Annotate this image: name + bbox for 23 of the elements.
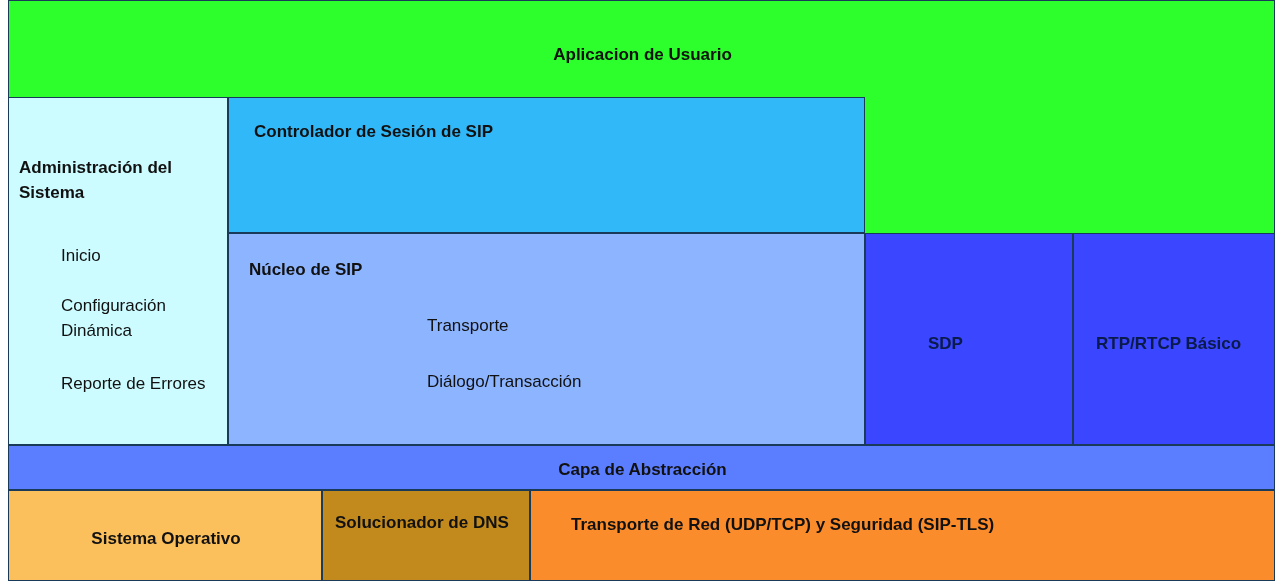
list-item: Reporte de Errores (61, 373, 206, 395)
box-title: RTP/RTCP Básico (1096, 333, 1242, 355)
rtp-box (1073, 233, 1275, 445)
box-title: SDP (928, 333, 963, 355)
sdp-box (865, 233, 1073, 445)
list-item: Inicio (61, 245, 101, 267)
box-title: Solucionador de DNS (335, 512, 509, 534)
dns-box (322, 490, 530, 581)
box-title: Núcleo de SIP (249, 259, 363, 281)
abstraction-layer (8, 445, 1275, 490)
core-box (228, 233, 865, 445)
admin-panel (8, 97, 228, 445)
os-box (8, 490, 322, 581)
box-title: Sistema Operativo (90, 528, 242, 550)
module-label: Transporte (427, 315, 509, 337)
layer-title: Aplicacion de Usuario (552, 44, 733, 66)
panel-title: Administración del Sistema (19, 157, 174, 204)
box-title: Controlador de Sesión de SIP (254, 121, 493, 143)
network-box (530, 490, 1275, 581)
layer-title: Capa de Abstracción (557, 459, 728, 481)
box-title: Transporte de Red (UDP/TCP) y Seguridad (SIP-TLS) (571, 514, 995, 536)
module-label: Diálogo/Transacción (427, 371, 582, 393)
list-item: Configuración Dinámica (61, 295, 167, 342)
